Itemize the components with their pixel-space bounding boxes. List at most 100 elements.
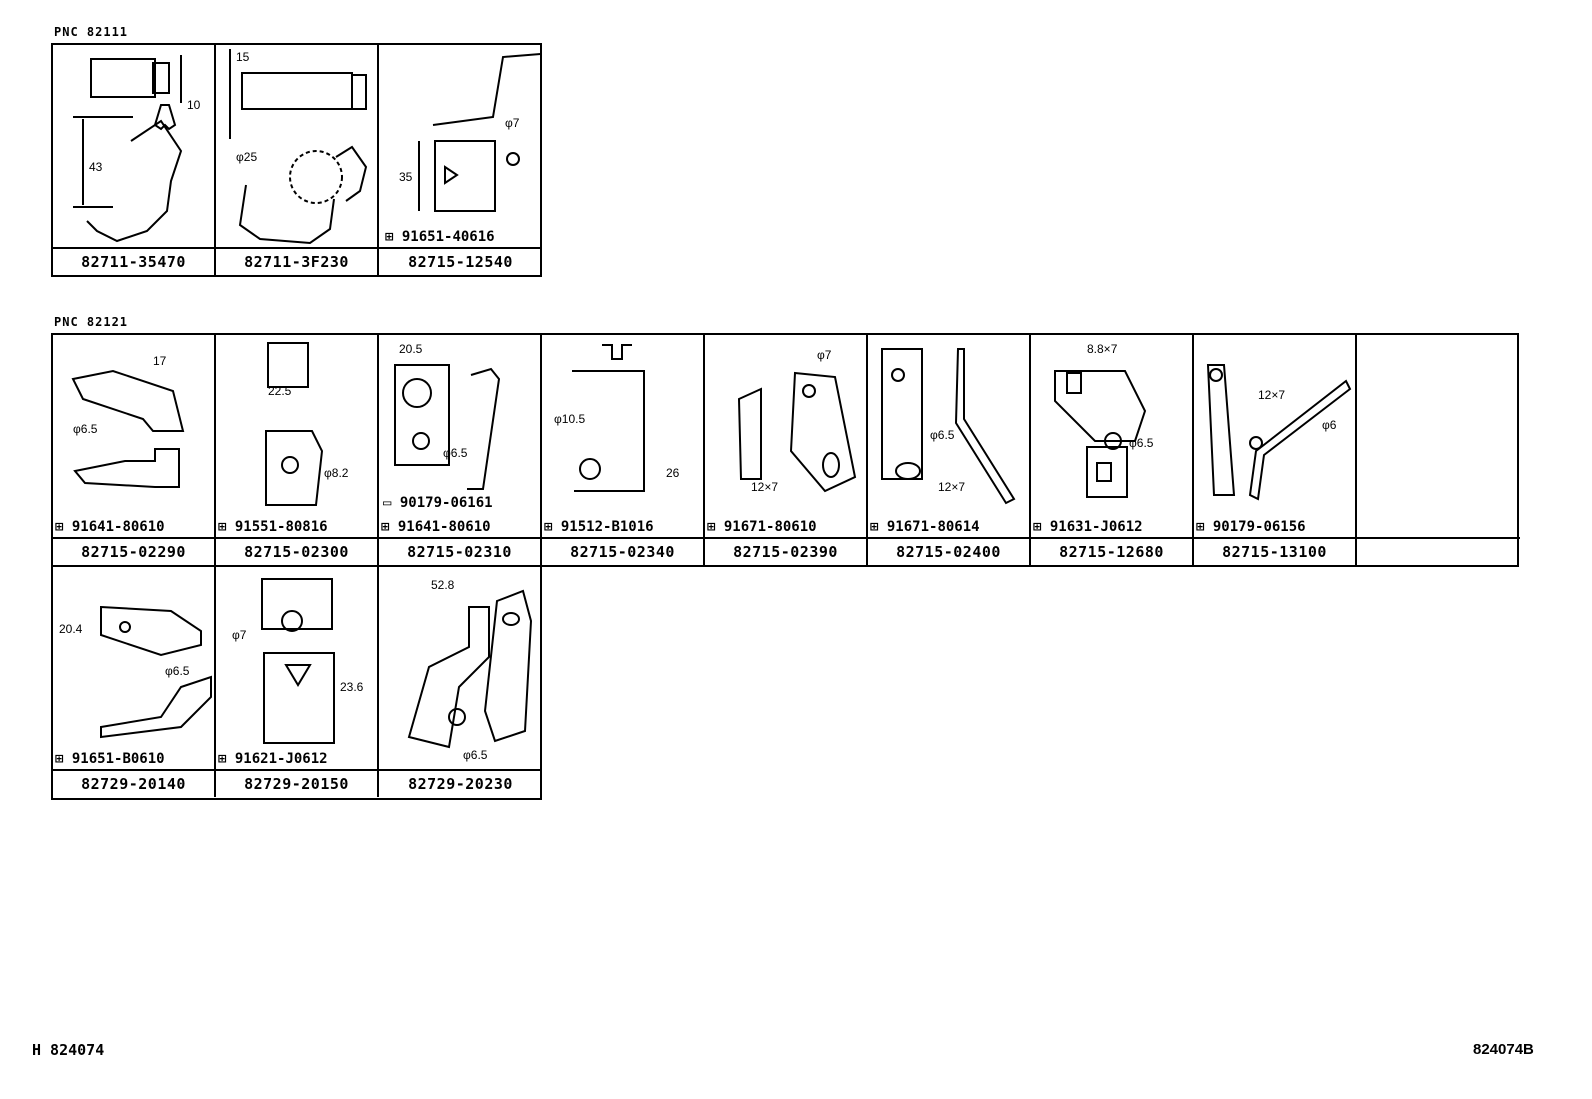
dim-label: φ10.5 [554, 412, 585, 426]
fastener-number: ⊞ 91551-80816 [218, 519, 328, 535]
footer-left-code: H 824074 [32, 1041, 105, 1059]
part-drawing: 17 φ6.5 [71, 354, 185, 488]
part-number: 82729-20150 [216, 769, 377, 797]
part-drawing: 20.4 φ6.5 [59, 605, 212, 739]
part-drawing: 20.5 φ6.5 [394, 342, 501, 490]
dim-label: 8.8×7 [1087, 342, 1118, 356]
fastener-number: ▭ 90179-06161 [383, 495, 493, 511]
bolt-icon: ⊞ [544, 519, 553, 535]
part-cell[interactable]: φ7 35 ⊞ 91651-40616 82715-12540 [379, 45, 542, 275]
fastener-number: ⊞ 91651-40616 [385, 229, 495, 245]
bolt-icon: ⊞ [1033, 519, 1042, 535]
fastener-number: ⊞ 91631-J0612 [1033, 519, 1143, 535]
part-drawing: 10 43 [73, 55, 201, 243]
dim-label: 12×7 [1258, 388, 1285, 402]
bolt-icon: ⊞ [218, 519, 227, 535]
dim-label: φ8.2 [324, 466, 349, 480]
part-drawing: 22.5 φ8.2 [265, 342, 349, 506]
part-cell[interactable]: 52.8 φ6.5 82729-20230 [379, 567, 542, 797]
fastener-number: ⊞ 91621-J0612 [218, 751, 328, 767]
part-cell[interactable]: 15 φ25 82711-3F230 [216, 45, 379, 275]
fastener-number: ⊞ 91512-B1016 [544, 519, 654, 535]
bolt-icon: ⊞ [707, 519, 716, 535]
fastener-number: ⊞ 91651-B0610 [55, 751, 165, 767]
part-drawing: 15 φ25 [229, 49, 368, 245]
part-cell[interactable]: 8.8×7 φ6.5 ⊞ 91631-J0612 82715-12680 [1031, 335, 1194, 565]
part-number: 82715-13100 [1194, 537, 1355, 565]
part-number: 82715-02300 [216, 537, 377, 565]
part-drawing [1357, 335, 1520, 539]
dim-label: 15 [236, 50, 250, 64]
fastener-number: ⊞ 91641-80610 [381, 519, 491, 535]
part-drawing: φ10.5 26 [554, 344, 680, 492]
part-cell [1357, 335, 1520, 565]
part-number [1357, 537, 1520, 565]
dim-label: 22.5 [268, 384, 292, 398]
part-cell[interactable]: φ7 23.6 ⊞ 91621-J0612 82729-20150 [216, 567, 379, 797]
dim-label: φ7 [505, 116, 520, 130]
parts-grid-1: 10 43 82711-35470 15 φ25 82711-3F230 [51, 43, 542, 277]
pnc-label-1: PNC 82111 [54, 25, 129, 39]
part-number: 82715-12680 [1031, 537, 1192, 565]
part-cell[interactable]: 17 φ6.5 ⊞ 91641-80610 82715-02290 [53, 335, 216, 565]
part-number: 82729-20230 [379, 769, 542, 797]
part-cell[interactable]: 20.4 φ6.5 ⊞ 91651-B0610 82729-20140 [53, 567, 216, 797]
part-cell[interactable]: 22.5 φ8.2 ⊞ 91551-80816 82715-02300 [216, 335, 379, 565]
part-drawing: φ7 35 [399, 52, 542, 212]
nut-icon: ▭ [383, 495, 392, 511]
bolt-icon: ⊞ [55, 751, 64, 767]
part-cell[interactable]: 10 43 82711-35470 [53, 45, 216, 275]
dim-label: 17 [153, 354, 167, 368]
part-number: 82715-02340 [542, 537, 703, 565]
fastener-number: ⊞ 91641-80610 [55, 519, 165, 535]
bolt-icon: ⊞ [55, 519, 64, 535]
dim-label: φ7 [232, 628, 247, 642]
part-number: 82715-02400 [868, 537, 1029, 565]
dim-label: 20.5 [399, 342, 423, 356]
bolt-icon: ⊞ [218, 751, 227, 767]
part-number: 82715-02390 [705, 537, 866, 565]
footer-right-code: 824074B [1473, 1041, 1534, 1058]
part-drawing: φ7 23.6 [232, 578, 364, 744]
dim-label: φ7 [817, 348, 832, 362]
bolt-icon: ⊞ [381, 519, 390, 535]
part-drawing: 52.8 φ6.5 [407, 578, 533, 762]
dim-label: 52.8 [431, 578, 455, 592]
pnc-label-2: PNC 82121 [54, 315, 129, 329]
part-number: 82715-12540 [379, 247, 542, 275]
dim-label: φ6.5 [165, 664, 190, 678]
bolt-icon: ⊞ [870, 519, 879, 535]
part-cell[interactable]: 12×7 φ6 ⊞ 90179-06156 82715-13100 [1194, 335, 1357, 565]
part-drawing: 8.8×7 φ6.5 [1054, 342, 1154, 498]
part-drawing: 12×7 φ6 [1206, 364, 1352, 501]
dim-label: φ6.5 [443, 446, 468, 460]
fastener-number: ⊞ 90179-06156 [1196, 519, 1306, 535]
part-number: 82715-02310 [379, 537, 540, 565]
bolt-icon: ⊞ [1196, 519, 1205, 535]
part-number: 82729-20140 [53, 769, 214, 797]
part-drawing: φ6.512×7 [881, 348, 1016, 505]
dim-label: 20.4 [59, 622, 83, 636]
part-cell[interactable]: 20.5 φ6.5 ▭ 90179-06161 ⊞ 91641-80610 82715-… [379, 335, 542, 565]
fastener-number: ⊞ 91671-80610 [707, 519, 817, 535]
dim-label: 26 [666, 466, 680, 480]
parts-grid-3 [51, 565, 542, 800]
bolt-icon: ⊞ [385, 229, 394, 245]
dim-label: 35 [399, 170, 413, 184]
dim-label: φ6.5 [73, 422, 98, 436]
dim-label: 12×7 [751, 480, 778, 494]
fastener-number: ⊞ 91671-80614 [870, 519, 980, 535]
dim-label: φ6.5 [1129, 436, 1154, 450]
dim-label: 23.6 [340, 680, 364, 694]
part-cell[interactable]: φ7 12×7 ⊞ 91671-80610 82715-02390 [705, 335, 868, 565]
part-number: 82711-3F230 [216, 247, 377, 275]
part-number: 82711-35470 [53, 247, 214, 275]
part-number: 82715-02290 [53, 537, 214, 565]
fastener-label: 91651-40616 [401, 229, 495, 245]
part-cell[interactable]: φ10.5 26 ⊞ 91512-B1016 82715-02340 [542, 335, 705, 565]
part-drawing: φ7 12×7 [737, 348, 857, 494]
dim-label: φ6.5 [463, 748, 488, 762]
dim-label: φ6 [1322, 418, 1337, 432]
dim-label: 12×7 [938, 480, 965, 494]
